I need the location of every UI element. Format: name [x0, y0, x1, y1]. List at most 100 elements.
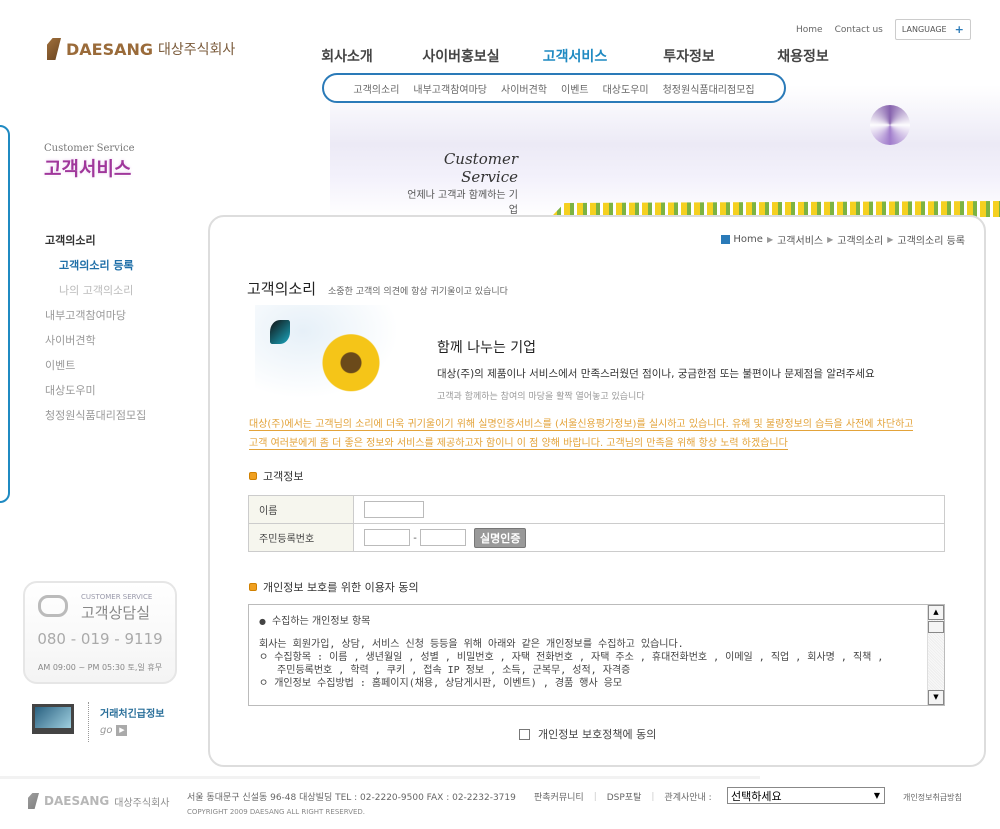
subnav-tour[interactable]: 사이버견학 — [501, 84, 547, 96]
nav-investor[interactable]: 투자정보 — [663, 49, 715, 65]
footer-link-promo[interactable]: 판촉커뮤니티 — [534, 793, 584, 803]
customer-section-title: 고객정보 — [249, 468, 303, 484]
affiliate-select[interactable]: 선택하세요 ▼ — [727, 787, 885, 804]
privacy-line: 회사는 회원가입, 상담, 서비스 신청 등등을 위해 아래와 같은 개인정보를… — [259, 639, 684, 650]
privacy-policy-link[interactable]: 개인정보취급방침 — [903, 793, 962, 802]
scrollbar[interactable]: ▲ ▼ — [927, 605, 944, 705]
privacy-section-label: 개인정보 보호를 위한 이용자 동의 — [263, 581, 419, 594]
page-heading: 고객의소리 소중한 고객의 의견에 항상 귀기울이고 있습니다 — [247, 278, 508, 299]
partner-info-link[interactable]: 거래처긴급정보 — [100, 709, 165, 720]
breadcrumb-current: 고객의소리 등록 — [897, 236, 965, 247]
scroll-thumb[interactable] — [928, 621, 944, 633]
footer-links: 판촉커뮤니티| DSP포탈| 관계사안내 : — [534, 791, 712, 804]
notice-line1: 대상(주)에서는 고객님의 소리에 더욱 귀기울이기 위해 실명인증서비스를 (… — [249, 419, 914, 431]
rrn-second-input[interactable] — [419, 529, 466, 546]
footer-logo-ko: 대상주식회사 — [114, 797, 170, 809]
privacy-line: 주민등록번호 , 학력 , 쿠키 , 접속 IP 정보 , 소득, 군복무, 성… — [259, 665, 631, 676]
language-label: LANGUAGE — [901, 25, 947, 34]
utility-nav: Home Contact us LANGUAGE+ — [796, 19, 971, 40]
contact-link[interactable]: Contact us — [834, 24, 883, 35]
footer-copyright: COPYRIGHT 2009 DAESANG ALL RIGHT RESERVE… — [187, 808, 366, 816]
subnav-voice[interactable]: 고객의소리 — [353, 84, 400, 96]
footer-logo-en: DAESANG — [44, 794, 110, 808]
bullet-icon — [249, 472, 257, 480]
banner-image — [330, 85, 1000, 217]
notice-line2: 고객 여러분에게 좀 더 좋은 정보와 서비스를 제공하고자 함이니 이 점 양… — [249, 438, 788, 450]
phone-icon — [38, 595, 68, 617]
scroll-down-icon[interactable]: ▼ — [928, 690, 944, 705]
sub-nav: 고객의소리 내부고객참여마당 사이버견학 이벤트 대상도우미 청정원식품대리점모… — [322, 73, 786, 103]
nav-company[interactable]: 회사소개 — [321, 49, 373, 65]
divider — [88, 702, 89, 742]
customer-section-label: 고객정보 — [263, 470, 304, 483]
butterfly-icon — [270, 320, 290, 344]
affiliate-select-value: 선택하세요 — [731, 789, 782, 803]
main-nav: 회사소개 사이버홍보실 고객서비스 투자정보 채용정보 — [290, 46, 860, 66]
subnav-event[interactable]: 이벤트 — [561, 84, 589, 96]
pinwheel-icon — [870, 105, 910, 145]
nav-recruit[interactable]: 채용정보 — [777, 49, 829, 65]
flower-field — [551, 201, 1000, 217]
logo-ko: 대상주식회사 — [158, 42, 236, 58]
call-title: 고객상담실 — [81, 604, 151, 622]
breadcrumb-voice[interactable]: 고객의소리 — [837, 236, 884, 247]
intro-heading: 함께 나누는 기업 — [437, 340, 537, 356]
agree-checkbox[interactable] — [519, 728, 530, 740]
left-title-en: Customer Service — [44, 143, 135, 154]
partner-go-button[interactable]: go▶ — [100, 725, 128, 736]
privacy-textarea[interactable]: ●수집하는 개인정보 항목 회사는 회원가입, 상담, 서비스 신청 등등을 위… — [248, 604, 945, 706]
intro-line2: 고객과 함께하는 참여의 마당을 활짝 열어놓고 있습니다 — [437, 392, 645, 402]
privacy-line: ㅇ 개인정보 수집방법 : 홈페이지(채용, 상담게시판, 이벤트) , 경품 … — [259, 678, 623, 689]
language-button[interactable]: LANGUAGE+ — [894, 19, 971, 40]
intro: 함께 나누는 기업 대상(주)의 제품이나 서비스에서 만족스러웠던 점이나, … — [437, 337, 875, 402]
left-menu-helper[interactable]: 대상도우미 — [45, 384, 96, 397]
nav-cyber-pr[interactable]: 사이버홍보실 — [422, 49, 500, 65]
footer-divider — [0, 776, 760, 779]
left-accent-line — [0, 125, 10, 503]
privacy-line: ㅇ 수집항목 : 이름 , 생년월일 , 성별 , 비밀번호 , 자택 전화번호… — [259, 652, 884, 663]
privacy-section-title: 개인정보 보호를 위한 이용자 동의 — [249, 579, 419, 595]
play-icon: ▶ — [116, 725, 128, 736]
agree-label[interactable]: 개인정보 보호정책에 동의 — [538, 728, 657, 741]
subnav-dealer[interactable]: 청정원식품대리점모집 — [662, 84, 755, 96]
banner-caption: Customer Service 언제나 고객과 함께하는 기업 — [400, 150, 518, 216]
footer-link-dsp[interactable]: DSP포탈 — [606, 793, 642, 803]
left-menu-dealer[interactable]: 청정원식품대리점모집 — [45, 409, 147, 422]
left-title-ko: 고객서비스 — [44, 158, 132, 180]
breadcrumb-home[interactable]: Home — [733, 234, 763, 245]
name-label: 이름 — [248, 495, 354, 524]
verify-button[interactable]: 실명인증 — [473, 527, 527, 548]
left-menu-my-voice[interactable]: 나의 고객의소리 — [59, 284, 134, 297]
logo-en: DAESANG — [66, 39, 154, 59]
left-menu-tour[interactable]: 사이버견학 — [45, 334, 96, 347]
home-link[interactable]: Home — [796, 24, 823, 35]
breadcrumb: Home▶ 고객서비스▶ 고객의소리▶ 고객의소리 등록 — [721, 232, 965, 247]
breadcrumb-customer-service[interactable]: 고객서비스 — [777, 236, 824, 247]
page-title: 고객의소리 — [247, 280, 317, 298]
left-title: Customer Service 고객서비스 — [44, 143, 135, 181]
nav-customer-service[interactable]: 고객서비스 — [542, 49, 608, 65]
home-icon — [721, 235, 731, 244]
chevron-down-icon: ▼ — [873, 791, 880, 800]
banner-subtitle: 언제나 고객과 함께하는 기업 — [407, 190, 518, 216]
left-menu-voice-register[interactable]: 고객의소리 등록 — [59, 259, 134, 272]
call-center-box: CUSTOMER SERVICE 고객상담실 080 - 019 - 9119 … — [23, 581, 177, 684]
rrn-first-input[interactable] — [364, 529, 410, 546]
logo[interactable]: DAESANG 대상주식회사 — [47, 38, 235, 60]
banner-title: Customer Service — [443, 150, 518, 186]
bullet-icon — [249, 583, 257, 591]
left-menu-event[interactable]: 이벤트 — [45, 359, 76, 372]
agree-row: 개인정보 보호정책에 동의 — [519, 726, 656, 742]
scroll-up-icon[interactable]: ▲ — [928, 605, 944, 620]
call-hours: AM 09:00 ~ PM 05:30 토,일 휴무 — [37, 663, 163, 672]
left-menu-voice[interactable]: 고객의소리 — [45, 234, 96, 247]
name-input[interactable] — [364, 501, 424, 518]
privacy-item-title: 수집하는 개인정보 항목 — [271, 616, 371, 627]
logo-mark-icon — [28, 793, 39, 809]
subnav-internal[interactable]: 내부고객참여마당 — [413, 84, 487, 96]
subnav-helper[interactable]: 대상도우미 — [602, 84, 649, 96]
left-menu-internal[interactable]: 내부고객참여마당 — [45, 309, 126, 322]
rrn-separator: - — [413, 532, 417, 544]
footer-logo: DAESANG 대상주식회사 — [28, 793, 169, 809]
laptop-icon — [32, 704, 74, 734]
